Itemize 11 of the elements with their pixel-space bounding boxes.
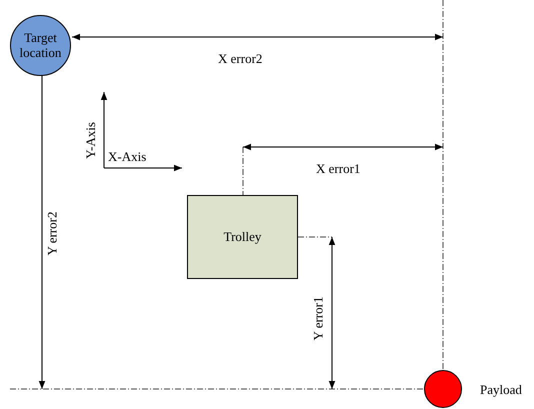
- node-caption: Payload: [480, 383, 522, 396]
- dimension-label: X error2: [218, 52, 262, 65]
- axis-label: Y error2: [45, 212, 58, 256]
- trolley-box: [187, 195, 298, 279]
- dimension-label: X error1: [316, 162, 360, 175]
- dimension-label: X-Axis: [108, 150, 146, 163]
- axis-label: Y-Axis: [84, 122, 97, 159]
- node-label: Target location: [18, 30, 62, 60]
- node-label: Trolley: [224, 230, 262, 244]
- payload-circle: [424, 370, 462, 408]
- axis-label: Y error1: [311, 296, 324, 340]
